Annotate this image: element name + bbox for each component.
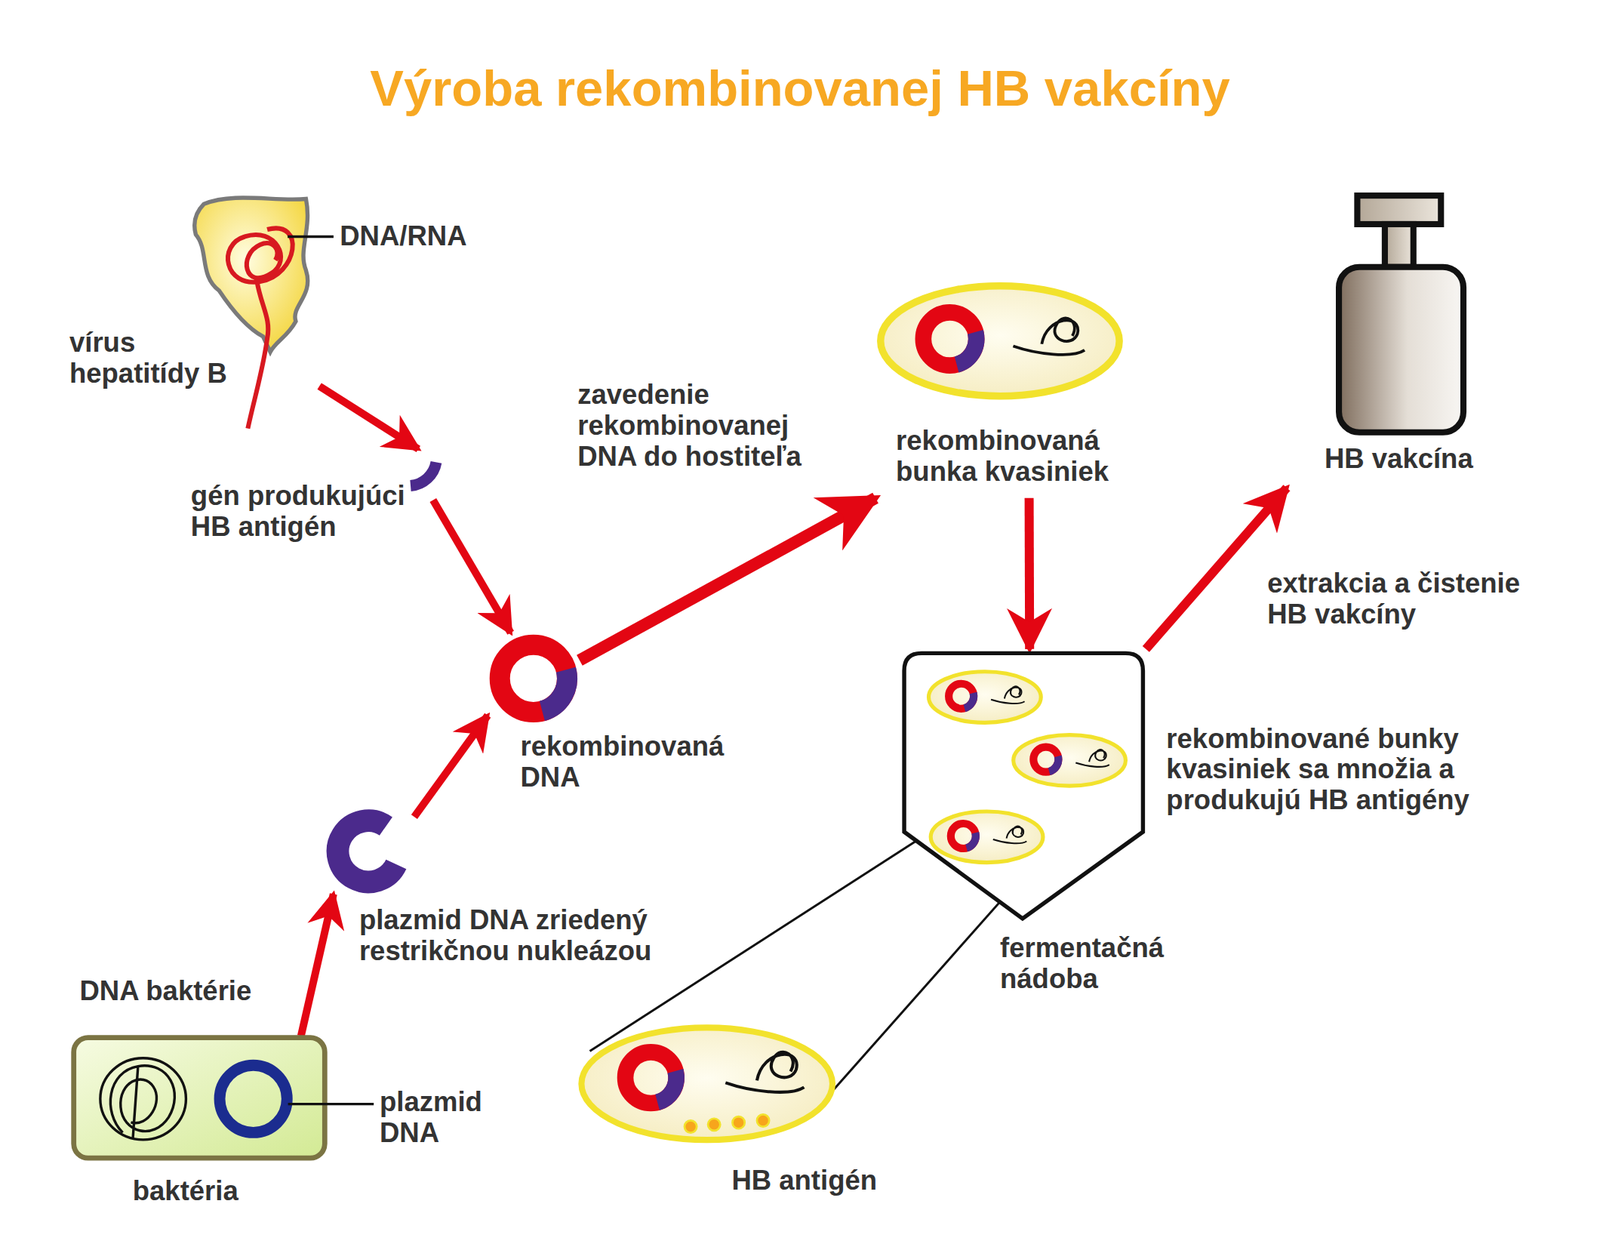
fermentation-vessel: rekombinované bunky kvasiniek sa množia … — [901, 649, 1146, 923]
process-arrow — [414, 715, 488, 817]
process-arrow — [1145, 487, 1287, 650]
process-arrow — [1024, 498, 1035, 650]
step-label: zavedenie rekombinovanej DNA do hostiteľ… — [577, 379, 829, 473]
step-label: DNA baktérie — [79, 975, 252, 1007]
magnified-yeast-cell: HB antigén — [577, 1023, 839, 1145]
gene-fragment: gén produkujúci HB antigén — [406, 449, 456, 501]
gene-fragment-shape — [406, 449, 456, 501]
node-label: rekombinovaná DNA — [520, 731, 741, 794]
process-arrow — [433, 499, 511, 633]
yeast-cell: rekombinovaná bunka kvasiniek — [875, 283, 1125, 499]
virus-node-shape — [191, 191, 320, 435]
diagram-title: Výroba rekombinovanej HB vakcíny — [0, 58, 1600, 117]
node-label: HB vakcína — [1324, 443, 1474, 475]
recombinant-dna-ring: rekombinovaná DNA — [487, 632, 580, 725]
node-label: DNA/RNA — [339, 221, 467, 253]
process-arrow — [319, 386, 419, 450]
magnified-yeast-cell-shape — [577, 1023, 839, 1145]
process-arrow — [579, 498, 876, 661]
node-label: plazmid DNA zriedený restrikčnou nukleáz… — [359, 904, 668, 967]
recombinant-dna-ring-shape — [487, 632, 580, 725]
fermentation-vessel-shape — [901, 649, 1146, 923]
node-label: gén produkujúci HB antigén — [190, 480, 424, 543]
bacterium: plazmid DNAbaktéria — [71, 1035, 327, 1160]
bacterium-shape — [71, 1035, 327, 1160]
node-label: vírus hepatitídy B — [69, 327, 246, 390]
vaccine-vial-shape — [1280, 189, 1485, 488]
virus-node: DNA/RNAvírus hepatitídy B — [191, 191, 320, 435]
node-label: rekombinovaná bunka kvasiniek — [895, 425, 1133, 488]
step-label: extrakcia a čistenie HB vakcíny — [1267, 568, 1541, 631]
process-arrow — [301, 893, 334, 1036]
node-label: HB antigén — [731, 1165, 877, 1197]
node-label: plazmid DNA — [379, 1086, 501, 1149]
cut-plasmid-shape — [324, 808, 415, 895]
vaccine-vial: HB vakcína — [1280, 189, 1485, 488]
node-label: baktéria — [132, 1175, 239, 1207]
node-label: fermentačná nádoba — [1000, 932, 1180, 995]
node-label: rekombinované bunky kvasiniek sa množia … — [1166, 723, 1485, 817]
cut-plasmid: plazmid DNA zriedený restrikčnou nukleáz… — [324, 808, 415, 895]
